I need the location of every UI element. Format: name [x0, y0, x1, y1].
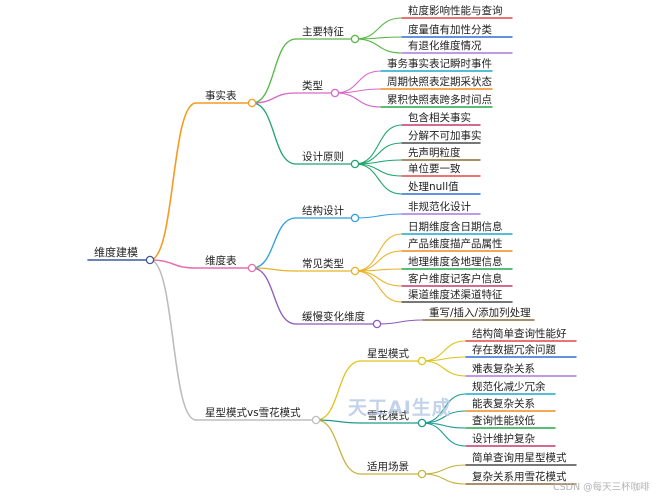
leaf-connector	[354, 250, 403, 272]
subbranch-connector	[251, 38, 297, 104]
leaf-connector	[354, 17, 403, 40]
subbranch-node-label: 适用场景	[367, 460, 409, 473]
branch-node-label: 维度表	[205, 254, 237, 267]
connector-lines	[87, 17, 577, 485]
leaf-node-label: 先声明粒度	[408, 146, 461, 159]
leaf-connector	[354, 163, 403, 177]
subbranch-connector	[251, 92, 297, 104]
leaf-connector	[421, 356, 467, 362]
leaf-connector	[334, 92, 382, 108]
leaf-node-label: 地理维度含地理信息	[408, 255, 503, 268]
leaf-connector	[354, 159, 403, 165]
branch-node-label: 事实表	[205, 89, 237, 102]
leaf-connector	[421, 340, 467, 362]
subbranch-connector	[315, 360, 362, 421]
leaf-node-label: 日期维度含日期信息	[408, 220, 503, 233]
leaf-connector	[421, 360, 467, 377]
leaf-node-label: 分解不可加事实	[408, 129, 482, 142]
collapse-toggle[interactable]	[417, 356, 427, 366]
leaf-connector	[354, 270, 403, 303]
subbranch-connector	[251, 267, 297, 272]
leaf-node-label: 累积快照表跨多时间点	[387, 93, 492, 106]
leaf-node-label: 粒度影响性能与查询	[408, 4, 503, 17]
leaf-connector	[354, 163, 403, 195]
leaf-node-label: 难表复杂关系	[472, 362, 535, 375]
leaf-node-label: 简单查询用星型模式	[472, 451, 567, 464]
subbranch-connector	[315, 419, 362, 424]
subbranch-node-label: 缓慢变化维度	[302, 310, 365, 323]
leaf-node-label: 事务事实表记瞬时事件	[387, 57, 492, 70]
collapse-toggle[interactable]	[330, 88, 340, 98]
leaf-node-label: 度量值有加性分类	[408, 23, 492, 36]
leaf-node-label: 处理null值	[408, 180, 459, 193]
collapse-toggle[interactable]	[311, 415, 321, 425]
leaf-node-label: 重写/插入/添加列处理	[429, 306, 531, 319]
leaf-connector	[421, 473, 467, 485]
leaf-node-label: 存在数据冗余问题	[472, 343, 556, 356]
leaf-node-label: 结构简单查询性能好	[472, 327, 567, 340]
leaf-node-label: 有退化维度情况	[408, 39, 482, 52]
leaf-node-label: 单位要一致	[408, 162, 461, 175]
leaf-connector	[334, 88, 382, 94]
leaf-connector	[354, 142, 403, 165]
collapse-toggle[interactable]	[247, 263, 257, 273]
leaf-connector	[421, 422, 467, 447]
leaf-node-label: 客户维度记客户信息	[408, 272, 503, 285]
subbranch-node-label: 主要特征	[302, 26, 344, 38]
leaf-connector	[354, 124, 403, 165]
subbranch-node-label: 星型模式	[367, 347, 409, 360]
collapse-toggle[interactable]	[417, 469, 427, 479]
branch-node-label: 星型模式vs雪花模式	[205, 406, 301, 419]
subbranch-connector	[251, 102, 297, 165]
branch-connector	[149, 259, 197, 269]
leaf-node-label: 能表复杂关系	[472, 397, 535, 410]
leaf-connector	[354, 270, 403, 287]
leaf-node-label: 渠道维度述渠道特征	[408, 288, 503, 301]
leaf-node-label: 查询性能较低	[472, 414, 535, 427]
leaf-connector	[421, 464, 467, 475]
leaf-node-label: 非规范化设计	[408, 200, 471, 213]
watermark: 天工AI生成	[348, 396, 452, 419]
root-node-label: 维度建模	[94, 245, 138, 259]
collapse-toggle[interactable]	[350, 159, 360, 169]
branch-connector	[149, 259, 197, 421]
branch-connector	[149, 102, 197, 261]
subbranch-node-label: 类型	[302, 79, 323, 92]
subbranch-connector	[315, 419, 362, 475]
collapse-toggle[interactable]	[350, 213, 360, 223]
subbranch-connector	[251, 217, 297, 269]
collapse-toggle[interactable]	[145, 255, 155, 265]
leaf-node-label: 复杂关系用雪花模式	[472, 470, 567, 483]
subbranch-connector	[251, 267, 297, 325]
subbranch-node-label: 设计原则	[302, 150, 344, 163]
leaf-connector	[354, 213, 403, 219]
subbranch-node-label: 结构设计	[302, 204, 344, 217]
collapse-toggle[interactable]	[247, 98, 257, 108]
leaf-connector	[376, 319, 424, 325]
collapse-toggle[interactable]	[350, 34, 360, 44]
subbranch-node-label: 常见类型	[302, 257, 344, 270]
leaf-node-label: 规范化减少冗余	[472, 380, 546, 393]
collapse-toggle[interactable]	[350, 266, 360, 276]
credit-text: CSDN @每天三杯咖啡	[553, 481, 650, 493]
leaf-node-label: 设计维护复杂	[472, 432, 535, 445]
leaf-node-label: 包含相关事实	[408, 111, 471, 124]
collapse-toggle[interactable]	[417, 418, 427, 428]
subbranch-node-label: 雪花模式	[367, 409, 409, 422]
leaf-connector	[354, 233, 403, 272]
leaf-connector	[354, 38, 403, 54]
leaf-node-label: 周期快照表定期采状态	[387, 75, 492, 88]
collapse-toggle[interactable]	[372, 319, 382, 329]
leaf-node-label: 产品维度描产品属性	[408, 237, 503, 250]
